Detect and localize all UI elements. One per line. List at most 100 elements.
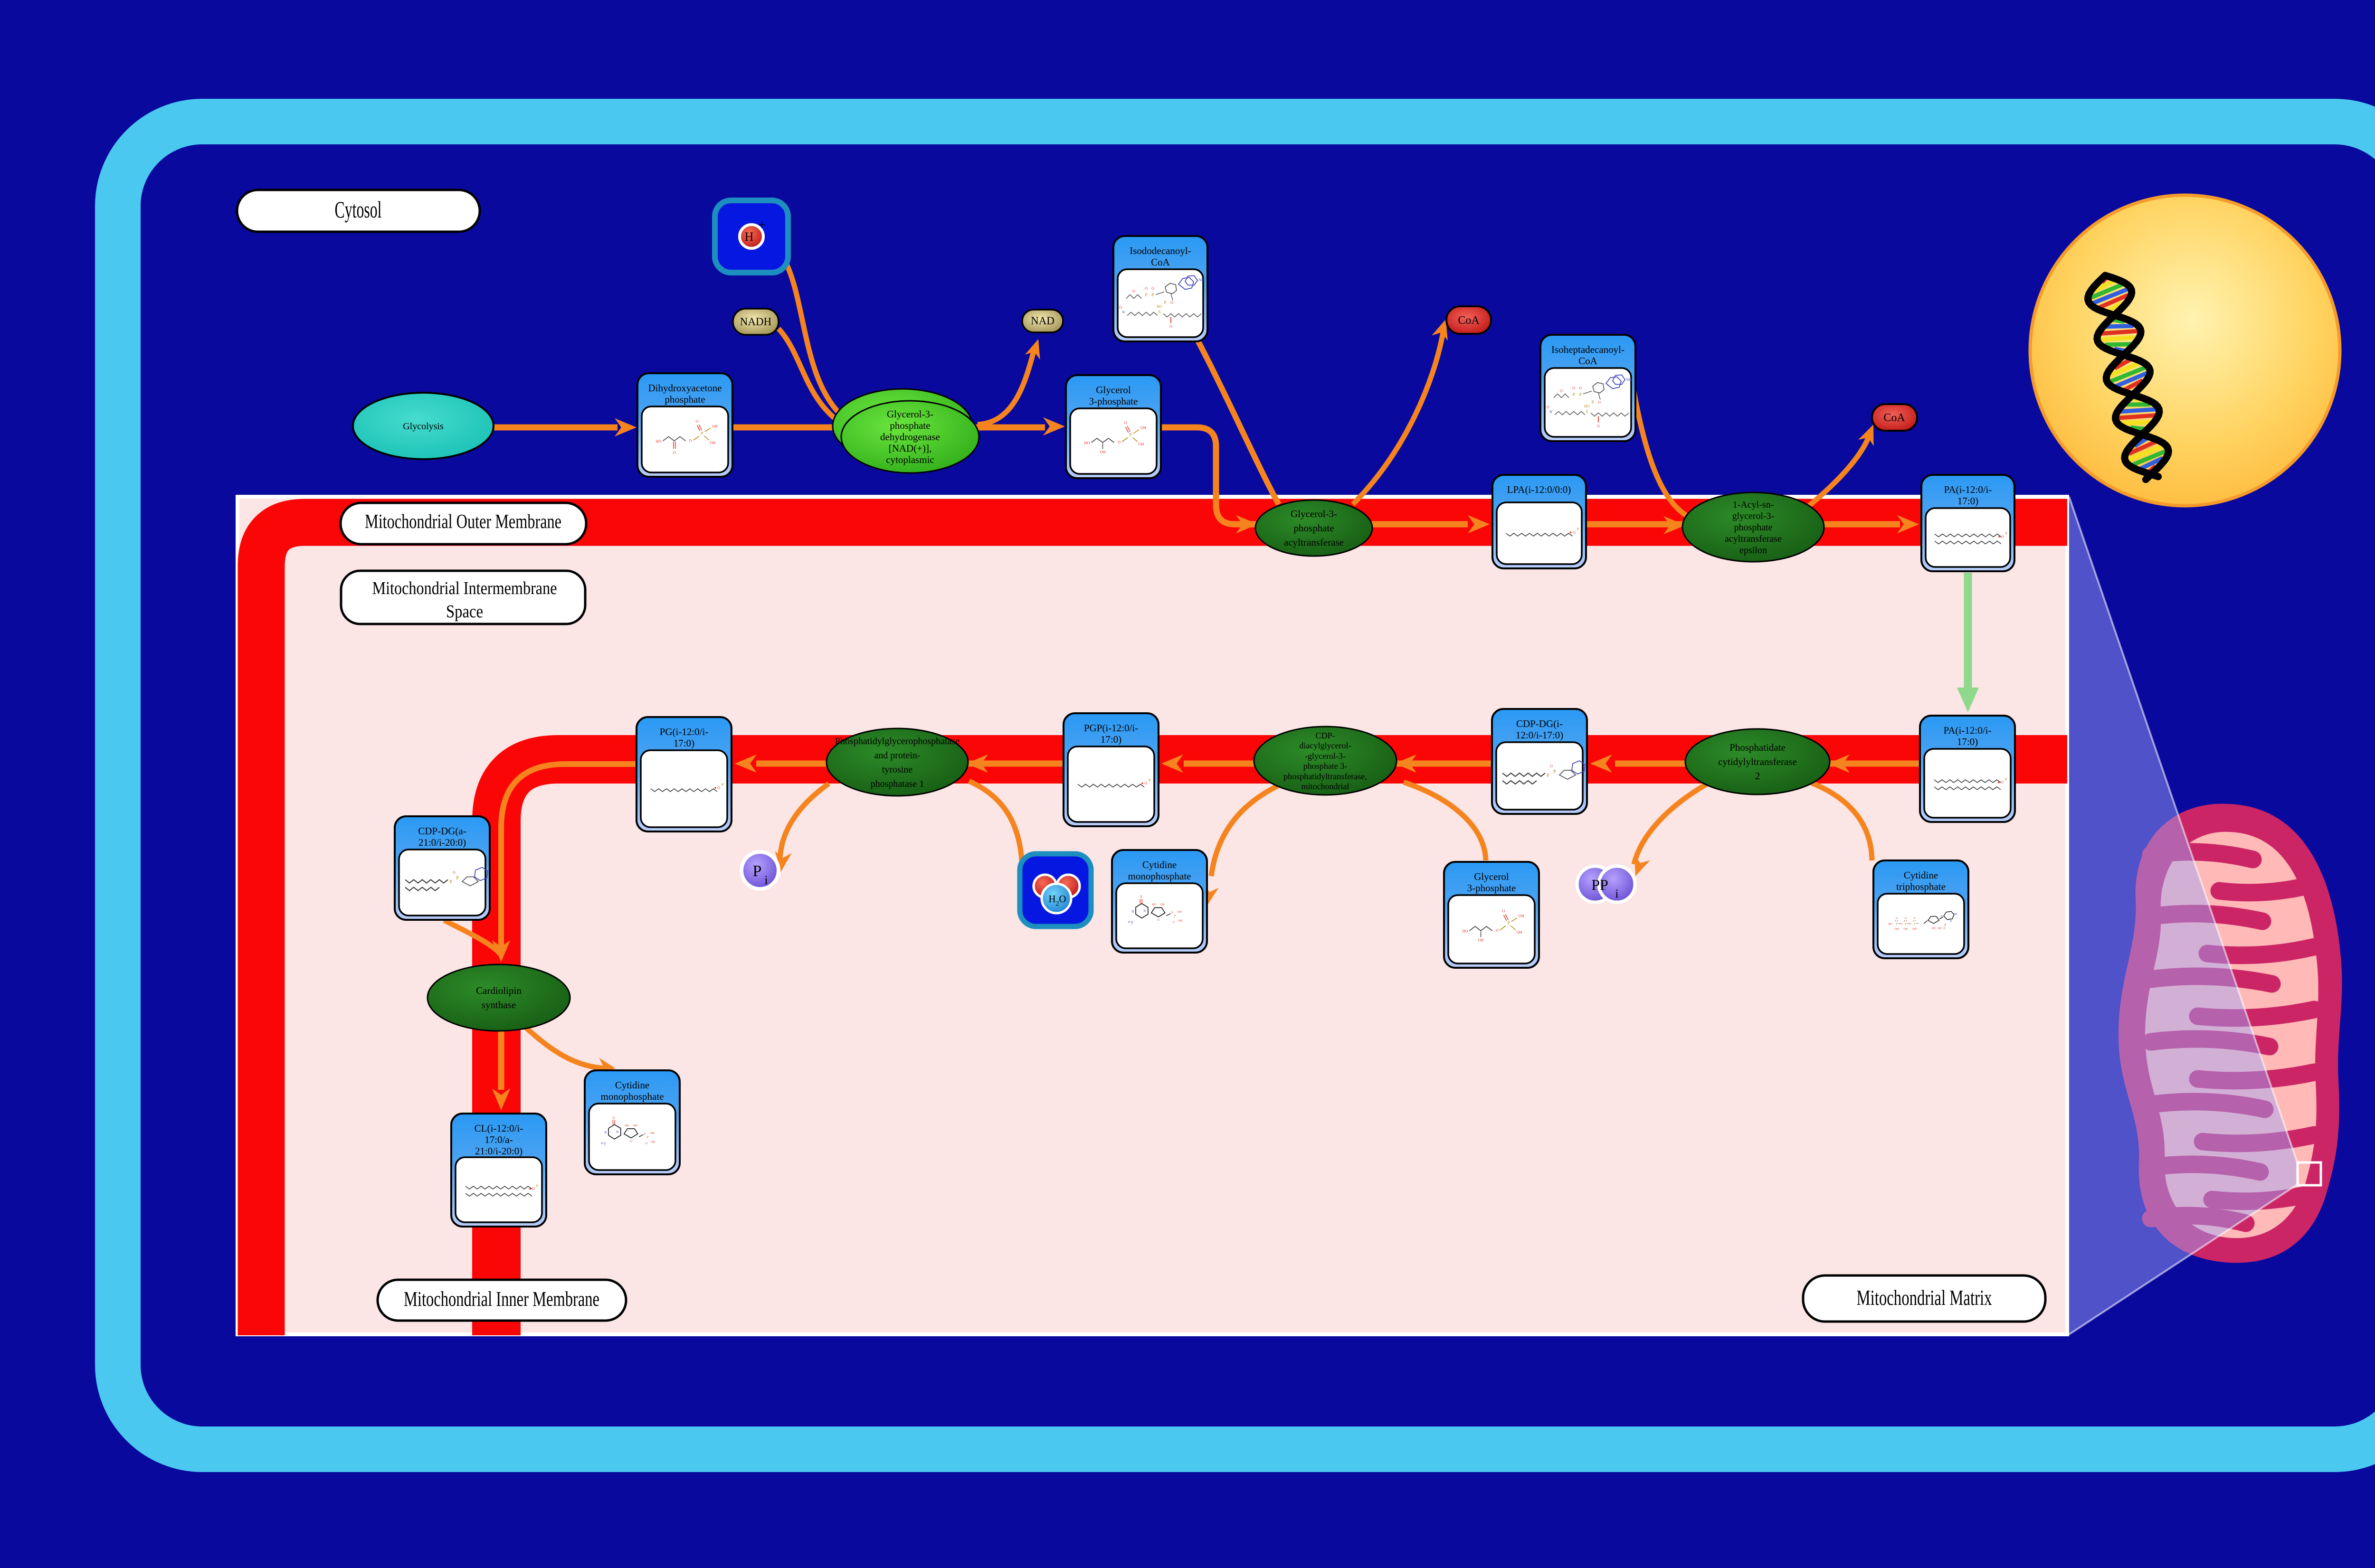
svg-text:Glycerol: Glycerol xyxy=(1474,871,1509,882)
svg-text:O: O xyxy=(1124,421,1127,425)
svg-text:O: O xyxy=(2001,780,2004,784)
svg-text:P: P xyxy=(1507,920,1510,925)
svg-text:O: O xyxy=(1496,928,1499,933)
svg-text:O: O xyxy=(644,1132,646,1135)
svg-text:OH: OH xyxy=(1938,927,1942,930)
svg-text:and protein-: and protein- xyxy=(874,750,920,761)
svg-text:CoA: CoA xyxy=(1578,355,1598,367)
svg-text:phosphatidyltransferase,: phosphatidyltransferase, xyxy=(1283,772,1367,781)
svg-text:O: O xyxy=(1560,389,1563,393)
svg-text:O: O xyxy=(1905,917,1907,920)
svg-text:cytoplasmic: cytoplasmic xyxy=(886,454,934,465)
svg-text:P: P xyxy=(2005,531,2008,536)
svg-text:S: S xyxy=(1586,409,1588,414)
svg-text:HO: HO xyxy=(656,439,662,444)
svg-text:12:0/i-17:0): 12:0/i-17:0) xyxy=(1516,729,1563,741)
svg-text:OH: OH xyxy=(1912,928,1917,931)
svg-text:OH: OH xyxy=(1100,450,1106,454)
svg-text:monophosphate: monophosphate xyxy=(601,1091,664,1102)
svg-text:NH: NH xyxy=(1954,913,1957,916)
svg-text:CoA: CoA xyxy=(1151,256,1170,268)
svg-text:H: H xyxy=(745,230,754,244)
svg-text:Dihydroxyacetone: Dihydroxyacetone xyxy=(648,382,722,394)
svg-text:HO: HO xyxy=(1932,927,1936,930)
svg-text:i: i xyxy=(1615,888,1619,900)
svg-text:P: P xyxy=(701,431,703,435)
svg-text:HO: HO xyxy=(1157,304,1162,309)
svg-text:PA(i-12:0/i-: PA(i-12:0/i- xyxy=(1944,725,1992,736)
svg-text:OH: OH xyxy=(1139,442,1144,446)
svg-text:acyltransferase: acyltransferase xyxy=(1284,537,1344,548)
svg-text:HO: HO xyxy=(625,1124,630,1127)
svg-text:phosphate: phosphate xyxy=(1734,522,1772,533)
svg-text:O: O xyxy=(1573,530,1576,535)
svg-text:O: O xyxy=(1547,405,1549,409)
svg-text:P: P xyxy=(1145,293,1147,297)
svg-text:S: S xyxy=(1158,310,1160,314)
svg-text:P: P xyxy=(1591,400,1594,405)
svg-text:NADH: NADH xyxy=(740,316,771,328)
svg-text:Cardiolipin: Cardiolipin xyxy=(476,985,522,996)
svg-text:21:0/i-20:0): 21:0/i-20:0) xyxy=(418,837,466,848)
svg-text:monophosphate: monophosphate xyxy=(1128,870,1191,882)
svg-text:O: O xyxy=(1502,909,1505,913)
svg-text:HO: HO xyxy=(1888,923,1892,926)
svg-text:OH: OH xyxy=(650,1132,655,1135)
svg-text:O: O xyxy=(1550,764,1553,768)
svg-text:Cytosol: Cytosol xyxy=(335,196,382,223)
svg-text:O: O xyxy=(1132,289,1135,293)
svg-text:P: P xyxy=(1151,293,1154,297)
svg-text:CDP-DG(i-: CDP-DG(i- xyxy=(1516,718,1563,729)
svg-text:phosphate 3-: phosphate 3- xyxy=(1303,761,1347,771)
svg-text:2: 2 xyxy=(1755,770,1760,782)
svg-text:H: H xyxy=(1048,893,1055,905)
svg-text:O: O xyxy=(673,451,676,455)
svg-text:O: O xyxy=(696,419,699,424)
svg-text:O: O xyxy=(453,870,456,875)
svg-text:O: O xyxy=(1597,424,1600,428)
svg-text:NAD: NAD xyxy=(1031,315,1054,327)
svg-text:N: N xyxy=(1143,909,1146,913)
svg-text:P: P xyxy=(1905,922,1907,926)
svg-text:LPA(i-12:0/0:0): LPA(i-12:0/0:0) xyxy=(1507,484,1571,495)
svg-text:CoA: CoA xyxy=(1883,412,1905,424)
svg-text:Mitochondrial Outer Membrane: Mitochondrial Outer Membrane xyxy=(365,511,561,533)
svg-text:+: + xyxy=(758,218,766,233)
svg-text:OH: OH xyxy=(1895,928,1899,931)
svg-text:PG(i-12:0/i-: PG(i-12:0/i- xyxy=(660,726,709,737)
svg-text:P: P xyxy=(647,1135,649,1139)
svg-text:OH: OH xyxy=(1478,938,1484,942)
svg-text:O: O xyxy=(1059,893,1066,905)
svg-text:CDP-DG(a-: CDP-DG(a- xyxy=(418,825,466,837)
svg-text:17:0): 17:0) xyxy=(1957,495,1978,507)
svg-text:N: N xyxy=(1940,915,1943,918)
svg-text:1-Acyl-sn-: 1-Acyl-sn- xyxy=(1733,500,1774,510)
svg-text:Cytidine: Cytidine xyxy=(615,1079,649,1091)
svg-text:Space: Space xyxy=(446,602,483,622)
svg-text:O: O xyxy=(1909,923,1911,926)
svg-text:Glycolysis: Glycolysis xyxy=(403,421,444,432)
svg-text:17:0): 17:0) xyxy=(1957,736,1978,747)
svg-text:triphosphate: triphosphate xyxy=(1896,881,1946,892)
svg-text:synthase: synthase xyxy=(482,999,516,1011)
svg-text:O: O xyxy=(1579,386,1582,390)
svg-text:PP: PP xyxy=(1591,876,1608,893)
svg-text:H N: H N xyxy=(1128,921,1133,924)
svg-text:P: P xyxy=(1579,392,1581,397)
svg-text:OH: OH xyxy=(1903,928,1908,931)
svg-text:O: O xyxy=(1144,781,1147,785)
svg-text:OH: OH xyxy=(710,441,716,445)
svg-text:OH: OH xyxy=(633,1124,638,1127)
svg-text:O: O xyxy=(1172,921,1175,924)
svg-text:Mitochondrial Matrix: Mitochondrial Matrix xyxy=(1857,1286,1992,1310)
svg-text:P: P xyxy=(1553,769,1556,775)
svg-text:3-phosphate: 3-phosphate xyxy=(1089,396,1138,407)
svg-text:P: P xyxy=(753,862,762,880)
svg-text:[NAD(+)],: [NAD(+)], xyxy=(889,443,932,454)
svg-text:NH: NH xyxy=(1626,378,1632,382)
svg-text:OH: OH xyxy=(1178,910,1182,914)
svg-text:Phosphatidate: Phosphatidate xyxy=(1729,742,1786,753)
svg-text:O: O xyxy=(645,1142,647,1145)
svg-text:OH: OH xyxy=(651,1141,656,1144)
svg-text:O: O xyxy=(1118,440,1121,444)
